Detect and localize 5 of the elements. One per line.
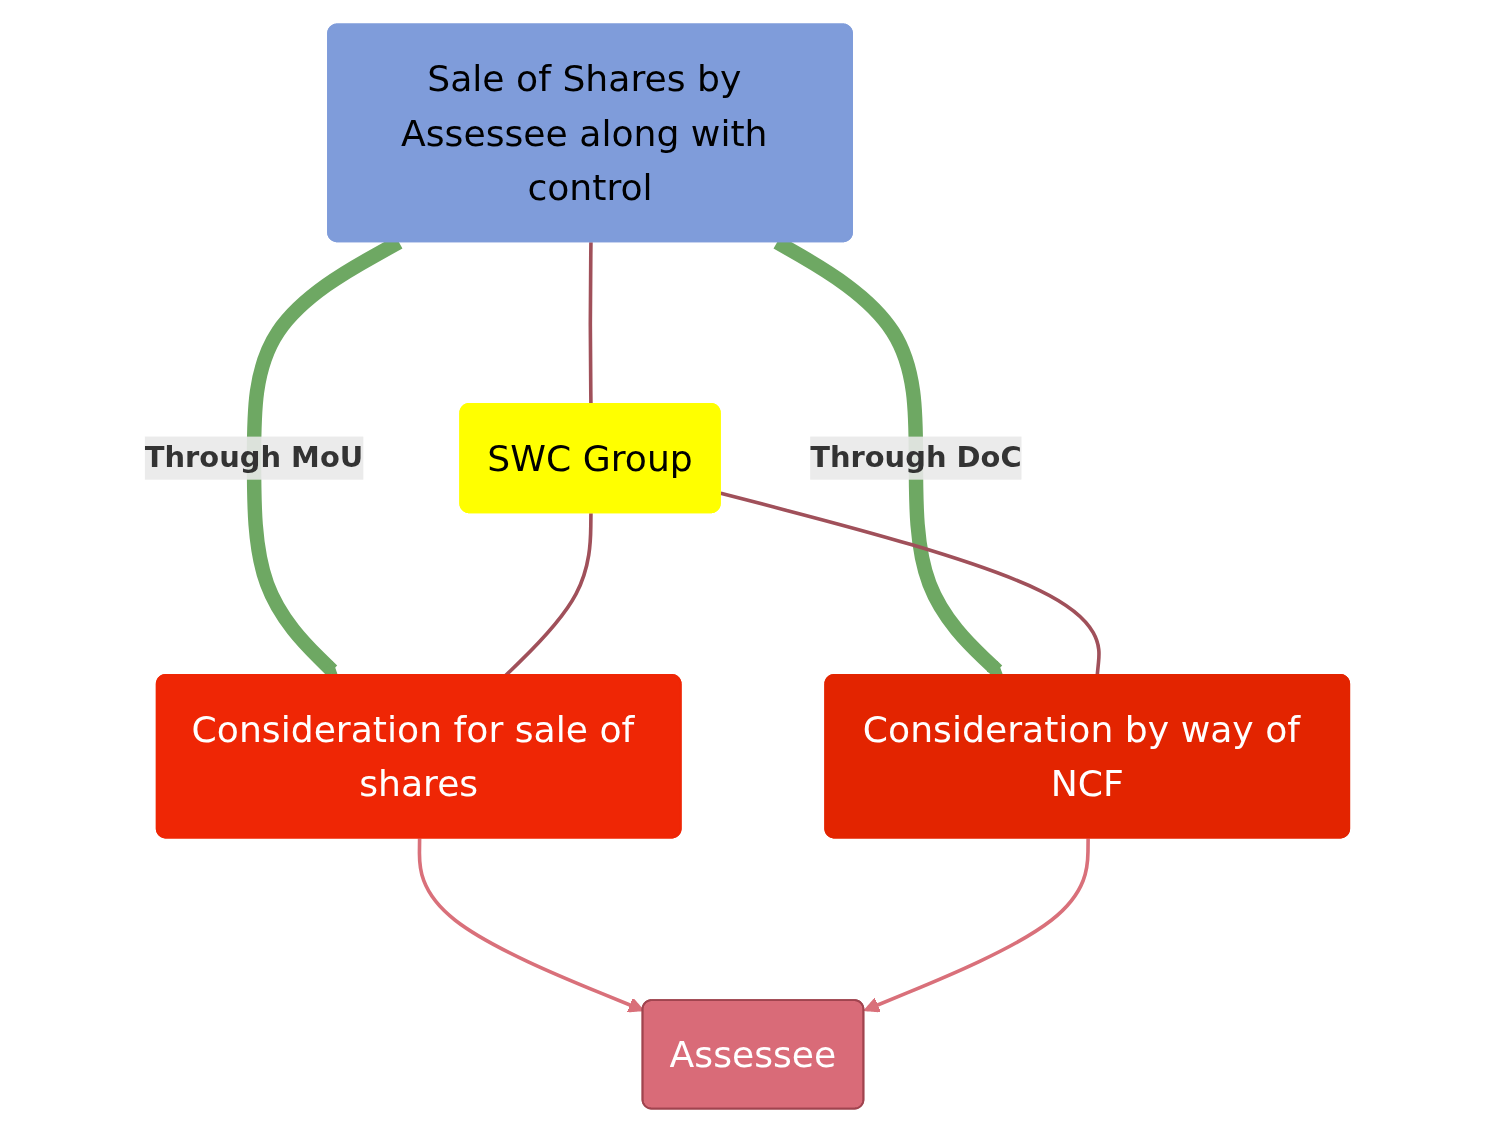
edge-label: Through MoU [144, 440, 364, 475]
connector [720, 491, 1101, 676]
connector [588, 242, 593, 405]
edge-label: Through DoC [810, 440, 1022, 475]
arrow [863, 838, 1090, 1013]
